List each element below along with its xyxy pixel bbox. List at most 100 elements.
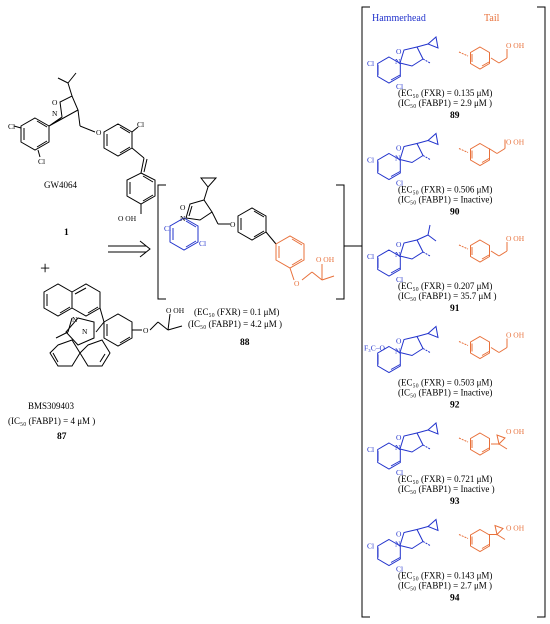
ic50-value: (IC₅₀ (FABP1) = 2.9 μM ) <box>398 98 492 108</box>
hammerhead-ring-n: N <box>395 57 401 66</box>
compound-88-ic50: (IC₅₀ (FABP1) = 4.2 μM ) <box>188 319 282 329</box>
compound-88-cl-right: Cl <box>199 239 206 248</box>
hammerhead-ring-n: N <box>395 443 401 452</box>
hammerhead-structure <box>377 518 439 567</box>
tail-structure <box>458 432 508 456</box>
tail-acid: O OH <box>506 331 525 340</box>
compound-87-ether-o: O <box>143 326 149 335</box>
compound-88-isoxazole-o: O <box>180 203 186 212</box>
hammerhead-cl-lower: Cl <box>396 82 403 91</box>
tail-acid: O OH <box>506 427 525 436</box>
tail-structure <box>458 239 508 263</box>
compound-87-n1: N <box>82 327 88 336</box>
compound-88-number: 88 <box>240 338 250 348</box>
compound-87-name: BMS309403 <box>28 401 75 411</box>
plus-sign: + <box>40 258 50 278</box>
compound-1-isoxazole-n: N <box>52 109 58 118</box>
compound-number: 94 <box>450 594 460 604</box>
compound-88-ether-o: O <box>230 220 236 229</box>
compound-1-cl-left: Cl <box>8 122 15 131</box>
tail-structure <box>458 524 506 553</box>
ic50-value: (IC₅₀ (FABP1) = Inactive) <box>398 195 492 205</box>
compound-87-n2: N <box>72 315 78 324</box>
compound-87-activity: (IC₅₀ (FABP1) = 4 μM ) <box>8 416 95 426</box>
compound-1-ether-o: O <box>96 128 102 137</box>
tail-acid: O OH <box>506 524 525 533</box>
compound-1-isoxazole-o: O <box>52 98 58 107</box>
series-panel-bracket <box>361 6 546 618</box>
compound-1-structure <box>13 72 156 214</box>
compound-87-number: 87 <box>57 432 67 442</box>
compound-number: 93 <box>450 497 460 507</box>
hammerhead-cl-upper: Cl <box>367 156 374 165</box>
compound-88-isoxazole-n: N <box>180 214 186 223</box>
compound-1-cl-bottom: Cl <box>38 157 45 166</box>
tail-structure <box>458 46 508 70</box>
hammerhead-ring-o: O <box>396 47 402 56</box>
hammerhead-ring-o: O <box>396 144 402 153</box>
compound-number: 91 <box>450 304 460 314</box>
hammerhead-structure <box>377 422 439 470</box>
compound-1-number: 1 <box>64 228 69 238</box>
hammerhead-cl-lower: Cl <box>396 275 403 284</box>
hammerhead-ring-o: O <box>396 337 402 346</box>
tail-header: Tail <box>484 13 500 24</box>
compound-87-acid: O OH <box>166 306 185 315</box>
compound-88-acid: O OH <box>316 255 335 264</box>
compound-87-structure <box>43 283 183 367</box>
tail-acid: O OH <box>506 138 525 147</box>
hammerhead-cl-lower: Cl <box>396 468 403 477</box>
compound-number: 89 <box>450 111 460 121</box>
hammerhead-structure <box>377 325 439 374</box>
hammerhead-cl-upper: Cl <box>367 252 374 261</box>
ec50-value: (EC₅₀ (FXR) = 0.503 μM) <box>398 378 492 388</box>
hammerhead-ring-n: N <box>395 250 401 259</box>
hammerhead-cl-lower: Cl <box>396 565 403 574</box>
ec50-value: (EC₅₀ (FXR) = 0.143 μM) <box>398 571 492 581</box>
tail-acid: O OH <box>506 41 525 50</box>
ec50-value: (EC₅₀ (FXR) = 0.135 μM) <box>398 88 492 98</box>
hammerhead-substituent: F₃C–O <box>364 344 386 353</box>
hammerhead-ring-o: O <box>396 530 402 539</box>
ic50-value: (IC₅₀ (FABP1) = 35.7 μM ) <box>398 291 497 301</box>
hammerhead-cl-upper: Cl <box>367 445 374 454</box>
tail-structure <box>458 335 508 360</box>
hammerhead-ring-n: N <box>395 540 401 549</box>
compound-1-name: GW4064 <box>44 180 77 190</box>
tail-structure <box>458 139 506 167</box>
hammerhead-structure <box>377 132 439 181</box>
hammerhead-cl-upper: Cl <box>367 542 374 551</box>
hammerhead-header: Hammerhead <box>372 13 426 24</box>
ec50-value: (EC₅₀ (FXR) = 0.506 μM) <box>398 185 492 195</box>
hammerhead-ring-o: O <box>396 240 402 249</box>
series-row: ON F₃C–O O OH (EC₅₀ (FXR) = 0.503 μM)(IC₅₀ … <box>364 325 525 411</box>
hammerhead-structure <box>377 36 439 84</box>
hammerhead-cl-upper: Cl <box>367 59 374 68</box>
ic50-value: (IC₅₀ (FABP1) = Inactive) <box>398 388 492 398</box>
ic50-value: (IC₅₀ (FABP1) = 2.7 μM ) <box>398 581 492 591</box>
compound-1-cl-right: Cl <box>137 120 144 129</box>
hammerhead-structure <box>377 224 437 277</box>
compound-88-cl-left: Cl <box>164 224 171 233</box>
compound-88-ec50: (EC₅₀ (FXR) = 0.1 μM) <box>194 307 279 317</box>
ec50-value: (EC₅₀ (FXR) = 0.207 μM) <box>398 281 492 291</box>
ec50-value: (EC₅₀ (FXR) = 0.721 μM) <box>398 474 492 484</box>
tail-acid: O OH <box>506 234 525 243</box>
hammerhead-ring-n: N <box>395 347 401 356</box>
design-arrow <box>108 240 151 258</box>
compound-88-bracket <box>157 184 362 300</box>
compound-number: 90 <box>450 208 460 218</box>
hammerhead-ring-o: O <box>396 433 402 442</box>
hammerhead-ring-n: N <box>395 154 401 163</box>
ic50-value: (IC₅₀ (FABP1) = Inactive ) <box>398 484 495 494</box>
compound-number: 92 <box>450 401 460 411</box>
compound-88-tail-o: O <box>294 279 300 288</box>
compound-1-acid: O OH <box>118 214 137 223</box>
hammerhead-cl-lower: Cl <box>396 179 403 188</box>
